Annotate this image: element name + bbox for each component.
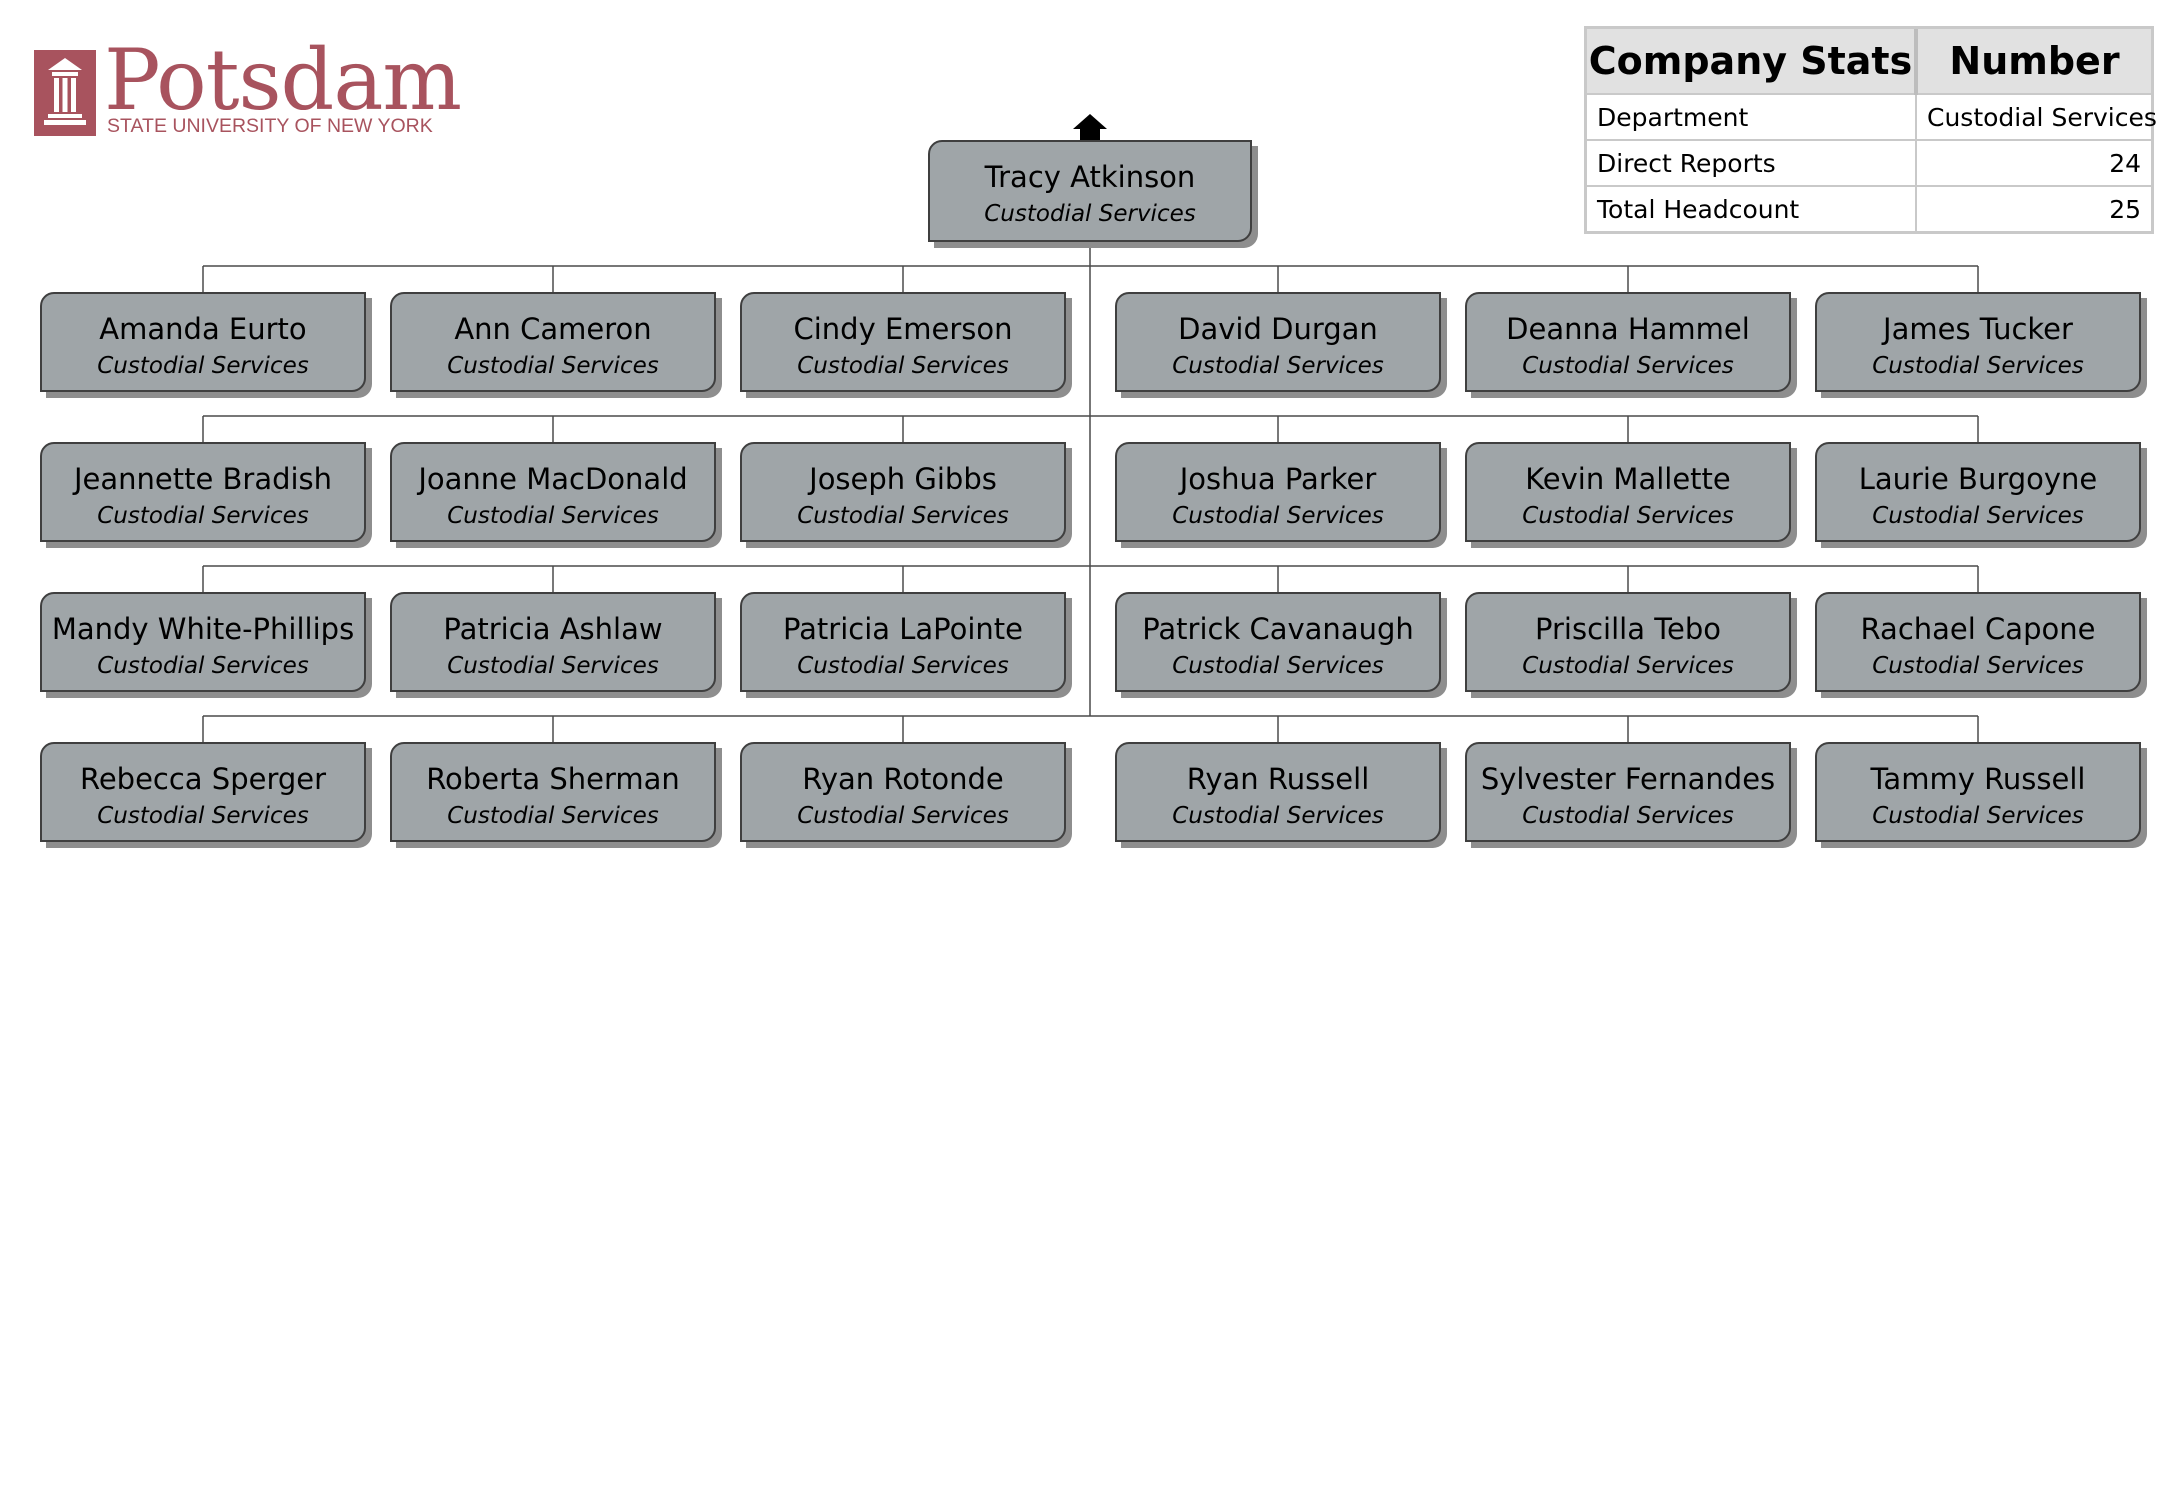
- stats-row-department: Department Custodial Services: [1587, 93, 2157, 140]
- node-department: Custodial Services: [797, 803, 1009, 829]
- node-name: Roberta Sherman: [426, 762, 680, 796]
- node-department: Custodial Services: [97, 803, 309, 829]
- node-department: Custodial Services: [797, 353, 1009, 379]
- node-name: Mandy White-Phillips: [51, 612, 355, 646]
- node-name: Jeannette Bradish: [73, 462, 333, 496]
- node-department: Custodial Services: [1172, 803, 1384, 829]
- node-name: Ryan Russell: [1186, 762, 1370, 796]
- node-department: Custodial Services: [97, 653, 309, 679]
- node-department: Custodial Services: [97, 353, 309, 379]
- stats-value: 25: [1916, 185, 2151, 231]
- node-name: Priscilla Tebo: [1535, 612, 1721, 646]
- node-name: Tracy Atkinson: [984, 160, 1196, 194]
- stats-value: Custodial Services: [1916, 93, 2157, 140]
- node-name: Rebecca Sperger: [79, 762, 327, 796]
- potsdam-logo: Potsdam STATE UNIVERSITY OF NEW YORK: [32, 32, 462, 142]
- node-name: James Tucker: [1883, 312, 2073, 346]
- node-department: Custodial Services: [797, 503, 1009, 529]
- node-department: Custodial Services: [1522, 353, 1734, 379]
- node-department: Custodial Services: [1872, 353, 2084, 379]
- node-name: Laurie Burgoyne: [1858, 462, 2098, 496]
- node-department: Custodial Services: [1172, 353, 1384, 379]
- node-department: Custodial Services: [1872, 803, 2084, 829]
- node-department: Custodial Services: [1172, 503, 1384, 529]
- node-name: Patricia LaPointe: [782, 612, 1024, 646]
- node-name: Amanda Eurto: [99, 312, 307, 346]
- stats-label: Department: [1587, 93, 1917, 140]
- node-department: Custodial Services: [797, 653, 1009, 679]
- node-name: Tammy Russell: [1870, 762, 2086, 796]
- node-name: Kevin Mallette: [1525, 462, 1731, 496]
- node-name: David Durgan: [1178, 312, 1378, 346]
- node-department: Custodial Services: [447, 803, 659, 829]
- node-name: Deanna Hammel: [1506, 312, 1750, 346]
- stats-row-direct-reports: Direct Reports 24: [1587, 139, 2151, 186]
- node-name: Joanne MacDonald: [418, 462, 688, 496]
- node-department: Custodial Services: [1172, 653, 1384, 679]
- node-department: Custodial Services: [97, 503, 309, 529]
- logo-subtitle: STATE UNIVERSITY OF NEW YORK: [107, 115, 433, 137]
- node-department: Custodial Services: [447, 653, 659, 679]
- node-department: Custodial Services: [1872, 653, 2084, 679]
- node-department: Custodial Services: [447, 503, 659, 529]
- node-department: Custodial Services: [1522, 653, 1734, 679]
- up-arrow-icon[interactable]: [1073, 114, 1107, 140]
- node-name: Joshua Parker: [1179, 462, 1377, 496]
- logo-wordmark: Potsdam: [104, 31, 462, 129]
- company-stats-table: Company Stats Number Department Custodia…: [1584, 26, 2157, 234]
- stats-row-total-headcount: Total Headcount 25: [1587, 185, 2151, 231]
- node-name: Ryan Rotonde: [802, 762, 1004, 796]
- stats-value: 24: [1916, 139, 2151, 186]
- node-department: Custodial Services: [447, 353, 659, 379]
- node-department: Custodial Services: [1522, 503, 1734, 529]
- stats-header-row: Company Stats Number: [1587, 29, 2151, 94]
- stats-header-value: Number: [1916, 29, 2151, 94]
- stats-label: Total Headcount: [1587, 185, 1917, 231]
- node-department: Custodial Services: [1872, 503, 2084, 529]
- org-node-root[interactable]: Tracy Atkinson Custodial Services: [928, 140, 1252, 242]
- node-name: Joseph Gibbs: [809, 462, 997, 496]
- node-name: Sylvester Fernandes: [1480, 762, 1776, 796]
- node-name: Ann Cameron: [454, 312, 652, 346]
- stats-header-label: Company Stats: [1587, 29, 1918, 94]
- node-department: Custodial Services: [1522, 803, 1734, 829]
- node-department: Custodial Services: [984, 201, 1196, 227]
- building-icon: [32, 48, 98, 138]
- stats-label: Direct Reports: [1587, 139, 1917, 186]
- node-name: Patrick Cavanaugh: [1142, 612, 1414, 646]
- node-name: Patricia Ashlaw: [443, 612, 663, 646]
- node-name: Rachael Capone: [1860, 612, 2096, 646]
- node-name: Cindy Emerson: [793, 312, 1013, 346]
